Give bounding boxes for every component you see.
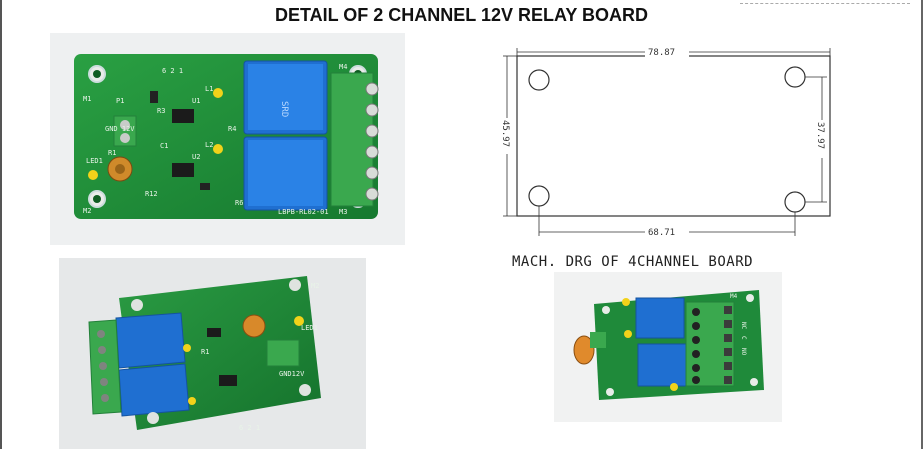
svg-text:LBPB-RL02-01: LBPB-RL02-01 (278, 208, 329, 216)
svg-text:M4: M4 (339, 63, 347, 71)
relay-2 (637, 343, 687, 387)
svg-text:R4: R4 (228, 125, 236, 133)
svg-text:NC: NC (740, 322, 747, 330)
board-outline (516, 55, 831, 217)
svg-text:P1: P1 (116, 97, 124, 105)
svg-text:GND12V: GND12V (279, 370, 305, 378)
svg-text:GND 12V: GND 12V (105, 125, 135, 133)
capacitor (573, 335, 595, 365)
svg-text:R12: R12 (145, 190, 158, 198)
page-title: DETAIL OF 2 CHANNEL 12V RELAY BOARD (274, 5, 649, 25)
svg-text:NO: NO (740, 348, 747, 356)
terminal-block (685, 301, 735, 387)
svg-text:R1: R1 (108, 149, 116, 157)
relay-2 (118, 363, 190, 417)
power-terminal (266, 339, 300, 367)
relay-1 (635, 297, 685, 339)
svg-text:R1: R1 (201, 348, 209, 356)
hole-bl (528, 185, 550, 207)
hole-br (784, 191, 806, 213)
svg-text:M2: M2 (83, 207, 91, 215)
relay-1 (115, 312, 186, 369)
mechanical-drawing: 78.87 68.71 45.97 37.97 (497, 42, 842, 242)
power-terminal (113, 115, 137, 147)
terminal-block-6pin (330, 72, 379, 207)
svg-text:78.87: 78.87 (648, 48, 675, 58)
svg-text:68.71: 68.71 (648, 228, 675, 238)
four-channel-board-photo: NC C NO M4 (554, 272, 782, 422)
page-edge-right (921, 0, 923, 449)
capacitor (242, 314, 266, 338)
svg-text:6 2 1: 6 2 1 (239, 424, 260, 432)
relay-2 (243, 136, 328, 211)
svg-text:LED1: LED1 (86, 157, 103, 165)
svg-text:C: C (740, 336, 747, 340)
svg-text:45.97: 45.97 (500, 120, 510, 147)
svg-text:M3: M3 (339, 208, 347, 216)
svg-text:C1: C1 (160, 142, 168, 150)
drawing-caption: MACH. DRG OF 4CHANNEL BOARD (512, 254, 754, 270)
svg-text:R6: R6 (235, 199, 243, 207)
svg-text:R3: R3 (157, 107, 165, 115)
top-dash-line (740, 3, 910, 4)
svg-text:U2: U2 (192, 153, 200, 161)
svg-text:L1: L1 (205, 85, 213, 93)
svg-text:M4: M4 (730, 293, 738, 300)
svg-text:L2: L2 (205, 141, 213, 149)
svg-text:6 2 1: 6 2 1 (162, 67, 183, 75)
svg-text:SRD: SRD (279, 101, 289, 117)
page-edge-left (0, 0, 2, 449)
relay-board-angled-photo: LED1 GND12V 6 2 1 M2 R1 (59, 258, 366, 449)
relay-1: SRD (243, 60, 328, 135)
hole-tl (528, 69, 550, 91)
svg-text:M1: M1 (83, 95, 91, 103)
svg-text:37.97: 37.97 (815, 122, 825, 149)
hole-tr (784, 66, 806, 88)
svg-text:M2: M2 (311, 282, 319, 290)
svg-text:U1: U1 (192, 97, 200, 105)
led (294, 316, 304, 326)
svg-text:LED1: LED1 (301, 324, 318, 332)
relay-board-top-photo: SRD LBPB-RL0 (50, 33, 405, 245)
led (88, 170, 98, 180)
